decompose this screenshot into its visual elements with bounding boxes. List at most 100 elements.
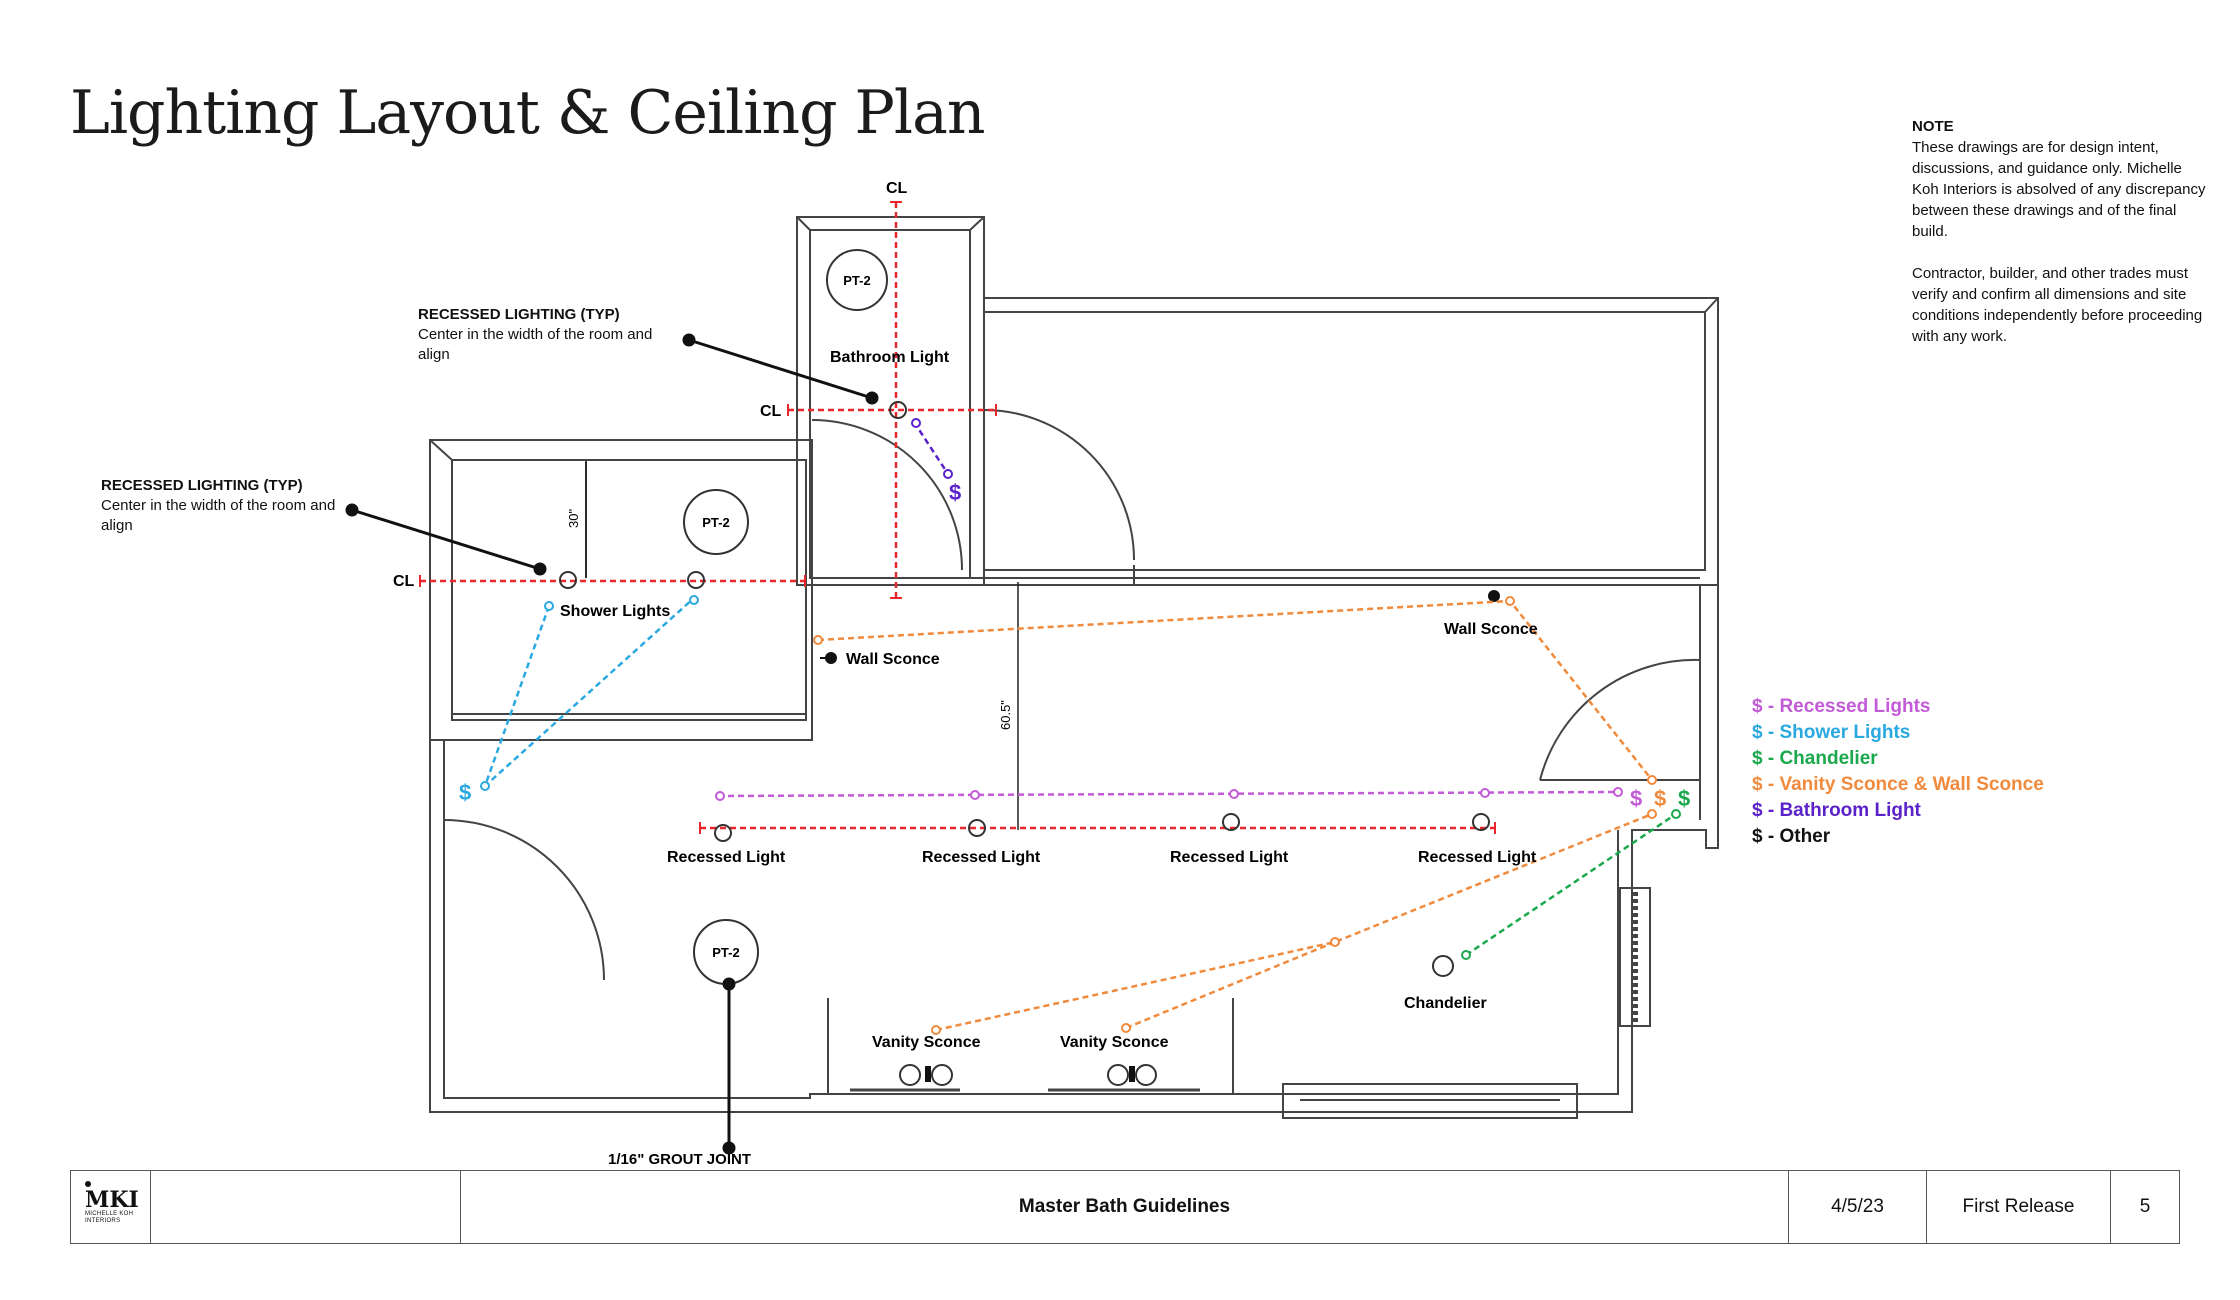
legend-label: - Chandelier [1767,748,1878,769]
recessed-light-fixture [714,824,732,842]
note-heading: NOTE [1912,118,1954,135]
walls [429,216,1719,1119]
centerline-ticks [419,201,1496,834]
wall-corner [1704,297,1719,313]
recessed-light-fixture [1222,813,1240,831]
pt2-floor-label: PT-2 [712,945,739,960]
wall-shower-outer [429,439,813,741]
leader-dot [682,333,696,347]
vanity-sconce-fixture [1135,1064,1157,1086]
switch-legend: $ - Recessed Lights$ - Shower Lights$ - … [1752,694,2044,850]
page-number: 5 [2139,1196,2151,1217]
label-recessed-3: Recessed Light [1170,849,1289,866]
note-paragraph-2: Contractor, builder, and other trades mu… [1912,265,2203,345]
legend-item: $ - Bathroom Light [1752,798,2044,824]
legend-item: $ - Other [1752,824,2044,850]
issue-status: First Release [1927,1171,2111,1243]
label-bathroom-light: Bathroom Light [830,349,950,366]
legend-symbol: $ [1752,696,1763,717]
dimensions [585,462,1019,830]
shower-light-fixture [559,571,577,589]
note-block: NOTE These drawings are for design inten… [1912,116,2212,368]
label-wall-sconce-left: Wall Sconce [846,651,940,668]
switch-recessed: $ [1630,786,1642,811]
vanity-sconce-fixture [1107,1064,1129,1086]
switch-shower: $ [459,780,471,805]
wall-toilet-inner [809,229,971,579]
leader-dot [722,1141,736,1155]
wall-corner [429,439,453,461]
title-block-spacer [151,1171,461,1243]
legend-item: $ - Vanity Sconce & Wall Sconce [1752,772,2044,798]
label-shower-lights: Shower Lights [560,603,670,620]
chandelier-fixture [1432,955,1454,977]
fixtures [559,401,1490,1086]
logo-sub-2: INTERIORS [85,1218,121,1224]
legend-symbol: $ [1752,774,1763,795]
logo-dot [85,1181,91,1187]
wall-corner [796,216,811,231]
vanity-sconce-fixture [931,1064,953,1086]
project-name: Master Bath Guidelines [461,1171,1789,1243]
label-wall-sconce-right: Wall Sconce [1444,621,1538,638]
recessed-light-fixture [968,819,986,837]
title-block: MKI MICHELLE KOH INTERIORS Master Bath G… [70,1170,2180,1244]
wire-shower [483,597,695,787]
centerlines [420,202,1495,830]
wire-bathroom [912,421,950,475]
issue-date: 4/5/23 [1789,1171,1927,1243]
label-recessed-1: Recessed Light [667,849,786,866]
callout-text: Center in the width of the room and alig… [418,326,653,363]
centerline-label-mid: CL [760,403,782,420]
grout-joint-label: 1/16" GROUT JOINT [608,1151,751,1168]
recessed-light-fixture [1472,813,1490,831]
wire-chandelier [1465,812,1677,957]
note-paragraph-1: These drawings are for design intent, di… [1912,139,2206,240]
legend-label: - Other [1767,826,1831,847]
legend-item: $ - Shower Lights [1752,720,2044,746]
leader-dot [722,977,736,991]
label-recessed-4: Recessed Light [1418,849,1537,866]
vanity-sconce-fixture [899,1064,921,1086]
label-vanity-sconce-2: Vanity Sconce [1060,1034,1169,1051]
page-title: Lighting Layout & Ceiling Plan [70,78,986,148]
wall-closet-inner [983,311,1706,571]
wire-vanity-sconce-2 [1125,940,1336,1030]
door-swing-right [1539,658,1701,781]
label-recessed-2: Recessed Light [922,849,1041,866]
dim-30: 30" [566,509,581,528]
callout-text: Center in the width of the room and alig… [101,497,336,534]
legend-label: - Shower Lights [1767,722,1911,743]
legend-label: - Recessed Lights [1767,696,1931,717]
logo: MKI MICHELLE KOH INTERIORS [71,1171,151,1243]
legend-symbol: $ [1752,800,1763,821]
callout-heading: RECESSED LIGHTING (TYP) [418,306,620,323]
dim-60-5: 60.5" [998,700,1013,730]
callout-recessed-lower: RECESSED LIGHTING (TYP) Center in the wi… [101,476,351,536]
leader-lower [351,508,541,571]
legend-symbol: $ [1752,748,1763,769]
callout-heading: RECESSED LIGHTING (TYP) [101,477,303,494]
legend-item: $ - Recessed Lights [1752,694,2044,720]
leader-dot [533,562,547,576]
faucet [1129,1066,1135,1082]
wire-nodes [480,418,1681,1035]
leader-upper [688,338,873,400]
window [1282,1083,1578,1119]
wire-vanity-sconce [935,812,1653,1032]
logo-sub-1: MICHELLE KOH [85,1211,134,1217]
logo-mark: MKI [85,1187,139,1213]
callout-recessed-upper: RECESSED LIGHTING (TYP) Center in the wi… [418,305,668,365]
radiator [1619,887,1651,1027]
bathroom-light-fixture [889,401,907,419]
centerline-label-left: CL [393,573,415,590]
pt2-shower-label: PT-2 [702,515,729,530]
pt2-shower-circle [683,489,749,555]
wiring [483,421,1677,1032]
wall-main-outer [429,585,1719,1113]
legend-symbol: $ [1752,826,1763,847]
legend-item: $ - Chandelier [1752,746,2044,772]
door-swing-toilet [811,419,963,571]
leader-dot [865,391,879,405]
